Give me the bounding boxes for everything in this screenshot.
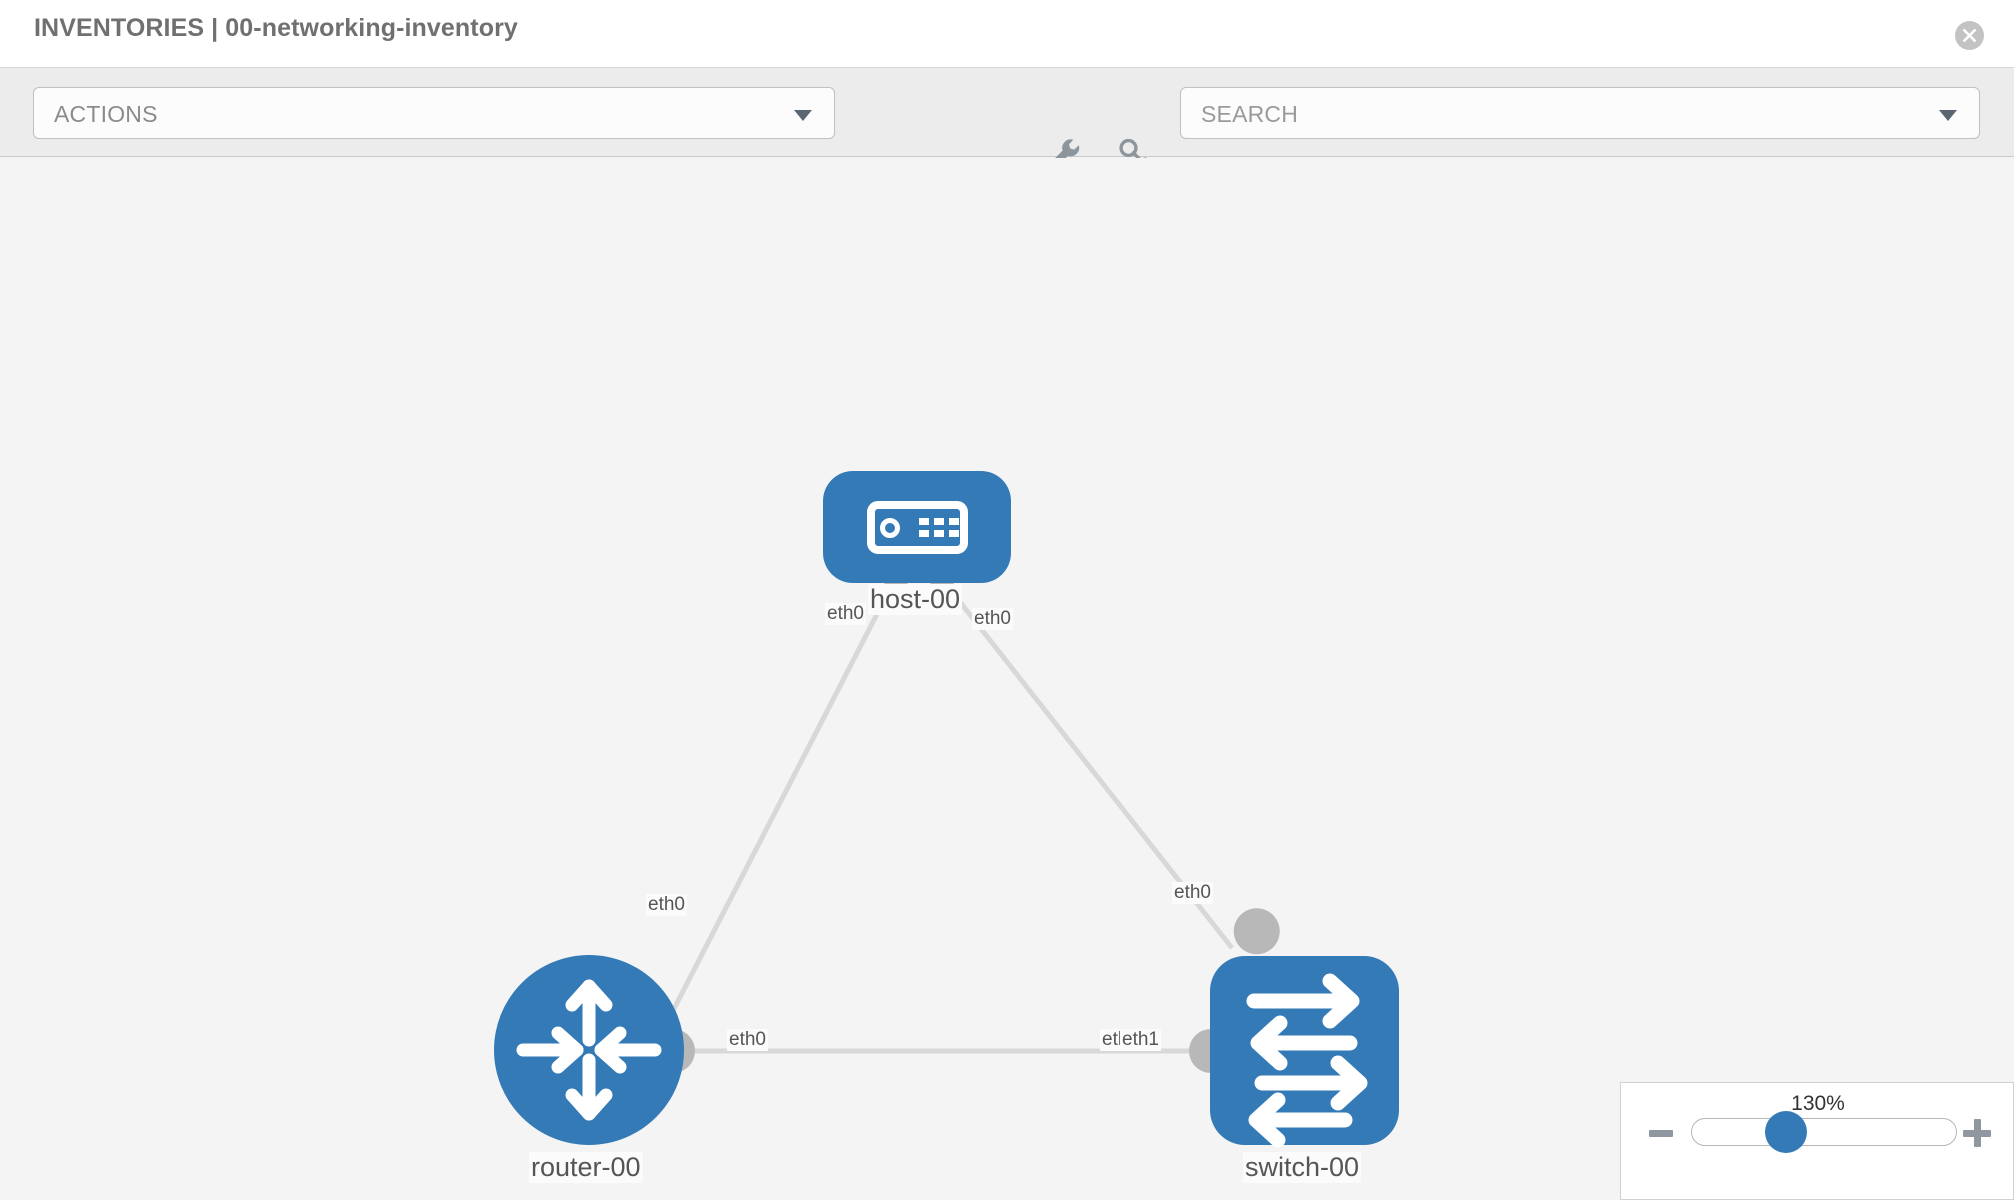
nub-switch00-top-left <box>1233 908 1280 955</box>
close-x-glyph <box>1962 28 1977 43</box>
search-input[interactable]: SEARCH <box>1180 87 1980 139</box>
node-switch-00[interactable] <box>1210 956 1399 1148</box>
edge-label-switch00-router00-iface-eth1: eth1 <box>1120 1029 1161 1051</box>
zoom-slider-thumb[interactable] <box>1765 1111 1807 1153</box>
zoom-control-panel: 130% <box>1620 1082 2014 1200</box>
edge-label-router00-switch00-iface: eth0 <box>727 1029 768 1051</box>
close-icon[interactable] <box>1955 21 1984 50</box>
router-arrows-icon <box>516 979 662 1121</box>
node-label-switch-00: switch-00 <box>1243 1152 1362 1183</box>
node-host-00[interactable] <box>823 471 1011 583</box>
edge-host00-router00[interactable] <box>657 581 896 1038</box>
node-router-00[interactable] <box>494 955 684 1145</box>
nub-switch00-left-mid <box>1189 1029 1211 1073</box>
edge-label-router00-host00-iface: eth0 <box>646 894 687 916</box>
search-chevron-down-icon[interactable] <box>1939 110 1957 121</box>
switch-arrows-icon <box>1246 973 1368 1148</box>
edge-label-switch00-host00-iface: eth0 <box>1172 882 1213 904</box>
node-label-router-00: router-00 <box>529 1152 643 1183</box>
edge-label-host00-switch00-iface: eth0 <box>972 608 1013 630</box>
topology-canvas[interactable]: eth0 host-00 eth0 eth0 eth0 eth0 eth0 et… <box>0 158 2014 1200</box>
edges-layer <box>657 581 1234 1054</box>
server-icon <box>867 501 968 554</box>
page-title: INVENTORIES | 00-networking-inventory <box>34 14 518 42</box>
node-label-host-00: host-00 <box>868 584 963 615</box>
toolbar: ACTIONS SEARCH <box>0 68 2014 168</box>
connector-nubs-layer <box>673 576 1280 1073</box>
search-placeholder: SEARCH <box>1201 101 1299 127</box>
actions-dropdown[interactable]: ACTIONS <box>33 87 835 139</box>
edge-label-host00-router00-iface: eth0 <box>825 603 866 625</box>
zoom-out-button[interactable] <box>1649 1130 1673 1137</box>
page-header: INVENTORIES | 00-networking-inventory <box>0 0 2014 68</box>
chevron-down-icon <box>794 110 812 121</box>
actions-dropdown-label: ACTIONS <box>54 101 158 127</box>
zoom-slider-track[interactable] <box>1691 1118 1957 1146</box>
zoom-in-button[interactable] <box>1963 1119 1991 1147</box>
zoom-level-label: 130% <box>1791 1092 1845 1115</box>
topology-graph <box>494 471 1399 1148</box>
